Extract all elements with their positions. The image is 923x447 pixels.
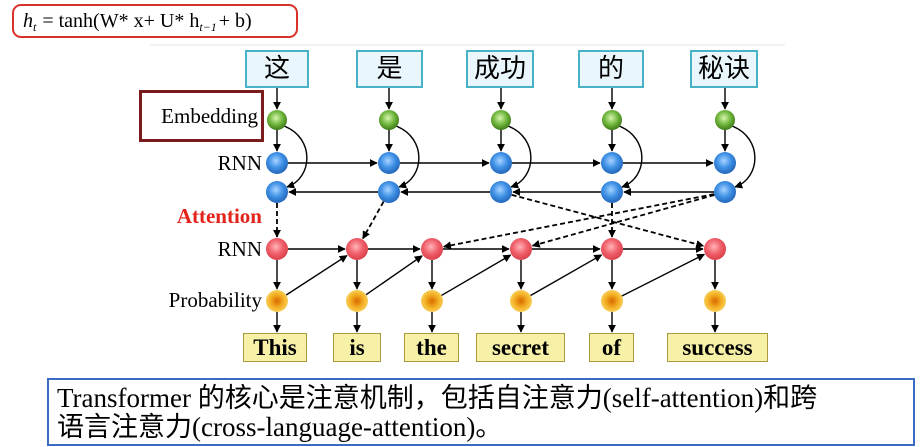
source-token-box: 秘诀 bbox=[690, 50, 758, 88]
formula-previous-subscript: t−1 bbox=[199, 20, 217, 34]
encoder-rnn-label: RNN bbox=[217, 151, 262, 175]
feedback-arrow bbox=[530, 254, 603, 297]
source-token: 这 bbox=[263, 54, 290, 83]
attention-arrow bbox=[442, 193, 715, 250]
output-token-box: of bbox=[589, 333, 634, 362]
decoder-node bbox=[266, 238, 288, 260]
formula-body: = tanh(W* x+ U* h bbox=[42, 10, 200, 32]
embedding-node bbox=[491, 110, 511, 130]
encoder-forward-node bbox=[714, 152, 736, 174]
output-token-box: This bbox=[243, 333, 307, 362]
probability-node bbox=[421, 290, 443, 312]
caption-line: 语言注意力(cross-language-attention)。 bbox=[57, 412, 503, 442]
embedding-node bbox=[379, 110, 399, 130]
encoder-backward-node bbox=[378, 181, 400, 203]
probability-node bbox=[266, 290, 288, 312]
feedback-arrow bbox=[285, 254, 348, 296]
decoder-rnn-label: RNN bbox=[217, 237, 262, 261]
formula-box: ht = tanh(W* x+ U* ht−1+ b) bbox=[12, 4, 298, 38]
encoder-forward-node bbox=[601, 152, 623, 174]
decoder-node bbox=[601, 238, 623, 260]
encoder-backward-node bbox=[266, 181, 288, 203]
output-token-box: secret bbox=[476, 333, 565, 362]
formula-hidden-state: h bbox=[23, 10, 33, 32]
nodes bbox=[266, 110, 736, 312]
probability-label: Probability bbox=[168, 288, 262, 312]
encoder-backward-node bbox=[490, 181, 512, 203]
probability-node bbox=[346, 290, 368, 312]
output-token: secret bbox=[491, 335, 550, 360]
source-token: 成功 bbox=[473, 54, 526, 83]
output-token: of bbox=[601, 335, 622, 360]
formula-hidden-state-subscript: t bbox=[33, 20, 37, 34]
backward-rnn-input-arrow bbox=[618, 125, 643, 189]
feedback-arrow bbox=[365, 255, 423, 296]
source-token-box: 这 bbox=[245, 50, 309, 88]
embedding-node bbox=[715, 110, 735, 130]
output-token-box: the bbox=[404, 333, 459, 362]
output-token: This bbox=[253, 335, 297, 360]
probability-node bbox=[704, 290, 726, 312]
attention-arrow bbox=[511, 193, 705, 248]
embedding-label: Embedding bbox=[161, 104, 258, 128]
embedding-node bbox=[267, 110, 287, 130]
source-token-box: 是 bbox=[356, 50, 423, 88]
feedback-arrow bbox=[621, 253, 706, 297]
connections bbox=[273, 88, 756, 333]
probability-node bbox=[601, 290, 623, 312]
attention-arrow bbox=[531, 194, 715, 248]
probability-node bbox=[510, 290, 532, 312]
embedding-label-box: Embedding bbox=[139, 90, 264, 142]
source-token-box: 的 bbox=[578, 50, 644, 88]
output-token-box: success bbox=[667, 333, 768, 362]
output-token: success bbox=[682, 335, 753, 360]
caption-line: Transformer 的核心是注意机制，包括自注意力(self-attenti… bbox=[57, 383, 818, 413]
encoder-forward-node bbox=[266, 152, 288, 174]
source-token-box: 成功 bbox=[466, 50, 534, 88]
attention-arrow bbox=[362, 201, 385, 240]
backward-rnn-input-arrow bbox=[507, 125, 532, 189]
source-token: 是 bbox=[376, 54, 403, 83]
source-token: 的 bbox=[597, 54, 624, 83]
formula-tail: + b) bbox=[218, 10, 252, 32]
caption-box: Transformer 的核心是注意机制，包括自注意力(self-attenti… bbox=[47, 378, 915, 446]
output-token: the bbox=[416, 335, 447, 360]
decoder-node bbox=[510, 238, 532, 260]
attention-label: Attention bbox=[176, 204, 262, 228]
encoder-forward-node bbox=[378, 152, 400, 174]
decoder-node bbox=[421, 238, 443, 260]
feedback-arrow bbox=[441, 254, 512, 297]
encoder-backward-node bbox=[601, 181, 623, 203]
encoder-forward-node bbox=[490, 152, 512, 174]
source-token: 秘诀 bbox=[697, 54, 750, 83]
backward-rnn-input-arrow bbox=[283, 125, 308, 189]
decoder-node bbox=[704, 238, 726, 260]
output-token: is bbox=[349, 335, 365, 360]
decoder-node bbox=[346, 238, 368, 260]
backward-rnn-input-arrow bbox=[731, 125, 756, 189]
embedding-node bbox=[602, 110, 622, 130]
output-token-box: is bbox=[333, 333, 381, 362]
encoder-backward-node bbox=[714, 181, 736, 203]
backward-rnn-input-arrow bbox=[395, 125, 420, 189]
